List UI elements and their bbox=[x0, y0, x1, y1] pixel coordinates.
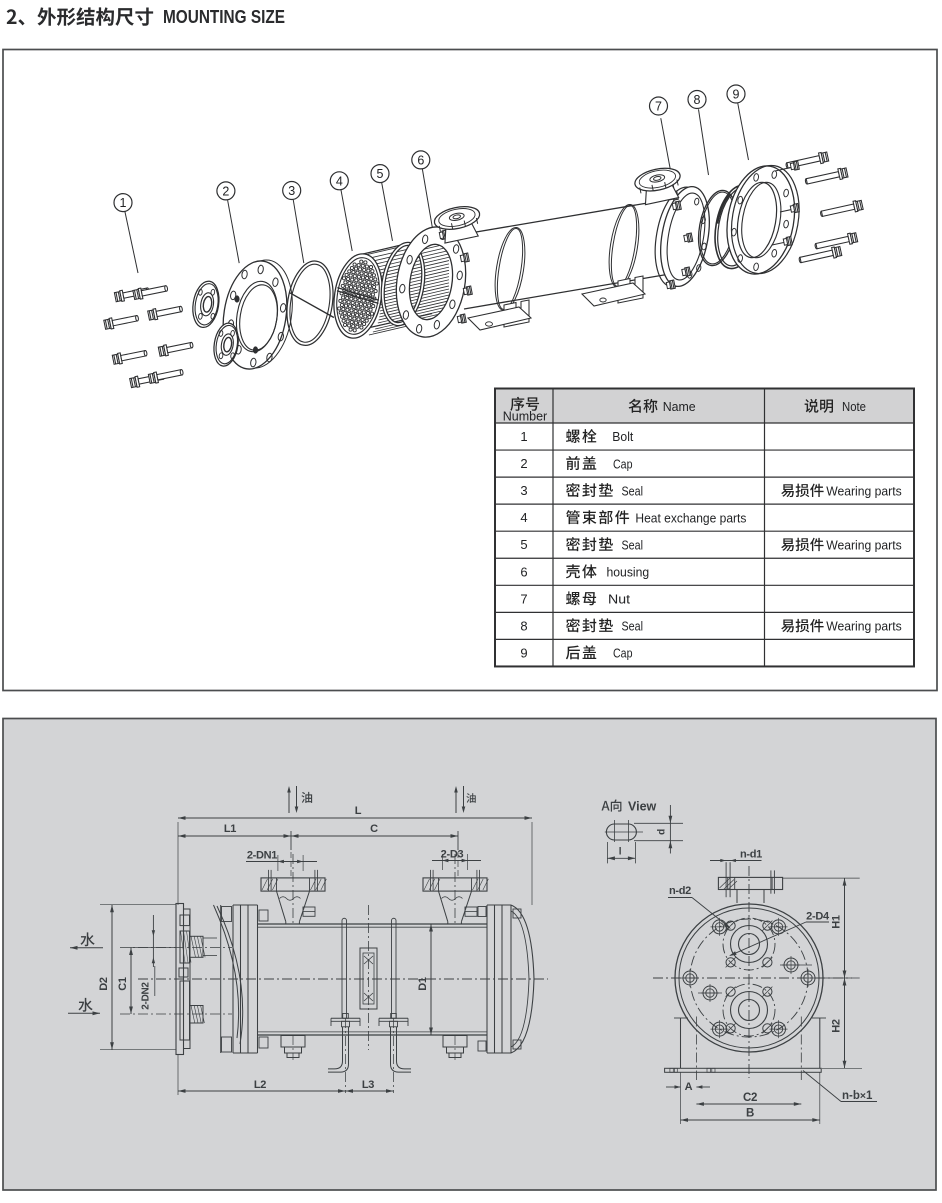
svg-text:7: 7 bbox=[655, 100, 662, 114]
svg-text:C2: C2 bbox=[743, 1092, 757, 1104]
svg-text:9: 9 bbox=[733, 88, 740, 102]
svg-text:H2: H2 bbox=[831, 1019, 843, 1033]
svg-text:Bolt: Bolt bbox=[612, 429, 633, 444]
svg-text:L2: L2 bbox=[254, 1079, 266, 1091]
svg-text:Cap: Cap bbox=[613, 456, 633, 471]
svg-text:5: 5 bbox=[520, 537, 527, 552]
svg-text:2: 2 bbox=[520, 456, 527, 471]
svg-text:Note: Note bbox=[842, 400, 866, 414]
svg-text:L1: L1 bbox=[224, 823, 236, 835]
svg-text:C: C bbox=[370, 823, 378, 835]
svg-text:2-D3: 2-D3 bbox=[441, 849, 464, 861]
svg-text:2-DN1: 2-DN1 bbox=[247, 850, 277, 862]
svg-text:H1: H1 bbox=[831, 915, 843, 929]
svg-text:1: 1 bbox=[520, 429, 527, 444]
svg-text:8: 8 bbox=[520, 618, 527, 633]
svg-text:n-b×1: n-b×1 bbox=[842, 1090, 873, 1102]
svg-text:A: A bbox=[685, 1081, 693, 1093]
svg-text:Cap: Cap bbox=[613, 646, 633, 661]
svg-text:L3: L3 bbox=[362, 1079, 374, 1091]
svg-text:2: 2 bbox=[222, 184, 229, 198]
svg-text:D1: D1 bbox=[417, 977, 429, 991]
svg-text:n-d1: n-d1 bbox=[740, 849, 762, 861]
svg-text:1: 1 bbox=[120, 196, 127, 210]
svg-text:l: l bbox=[619, 847, 622, 858]
svg-text:8: 8 bbox=[694, 93, 701, 107]
svg-text:5: 5 bbox=[377, 167, 384, 181]
svg-text:Wearing parts: Wearing parts bbox=[826, 537, 902, 552]
svg-text:L: L bbox=[355, 805, 362, 817]
svg-text:B: B bbox=[746, 1108, 754, 1120]
svg-text:4: 4 bbox=[336, 174, 343, 188]
svg-text:9: 9 bbox=[520, 645, 527, 660]
svg-text:Number: Number bbox=[503, 410, 547, 424]
svg-text:3: 3 bbox=[520, 483, 527, 498]
svg-text:2-DN2: 2-DN2 bbox=[141, 982, 152, 1010]
svg-text:d: d bbox=[657, 829, 668, 835]
svg-text:Wearing parts: Wearing parts bbox=[826, 483, 902, 498]
svg-text:housing: housing bbox=[607, 564, 650, 579]
svg-text:Heat exchange parts: Heat exchange parts bbox=[635, 510, 746, 525]
svg-text:C1: C1 bbox=[117, 977, 129, 991]
svg-text:Seal: Seal bbox=[622, 619, 644, 634]
svg-text:Name: Name bbox=[663, 400, 696, 414]
svg-text:6: 6 bbox=[520, 564, 527, 579]
svg-text:n-d2: n-d2 bbox=[669, 885, 691, 897]
svg-text:View: View bbox=[628, 800, 657, 814]
svg-text:Seal: Seal bbox=[622, 483, 644, 498]
svg-text:Wearing parts: Wearing parts bbox=[826, 619, 902, 634]
svg-text:7: 7 bbox=[520, 591, 527, 606]
svg-text:Seal: Seal bbox=[622, 537, 644, 552]
svg-text:Nut: Nut bbox=[608, 592, 630, 607]
svg-text:MOUNTING SIZE: MOUNTING SIZE bbox=[163, 6, 285, 27]
svg-text:D2: D2 bbox=[98, 977, 110, 991]
svg-text:6: 6 bbox=[417, 153, 424, 167]
svg-text:3: 3 bbox=[288, 184, 295, 198]
svg-text:4: 4 bbox=[520, 510, 527, 525]
svg-text:2-D4: 2-D4 bbox=[806, 911, 830, 923]
